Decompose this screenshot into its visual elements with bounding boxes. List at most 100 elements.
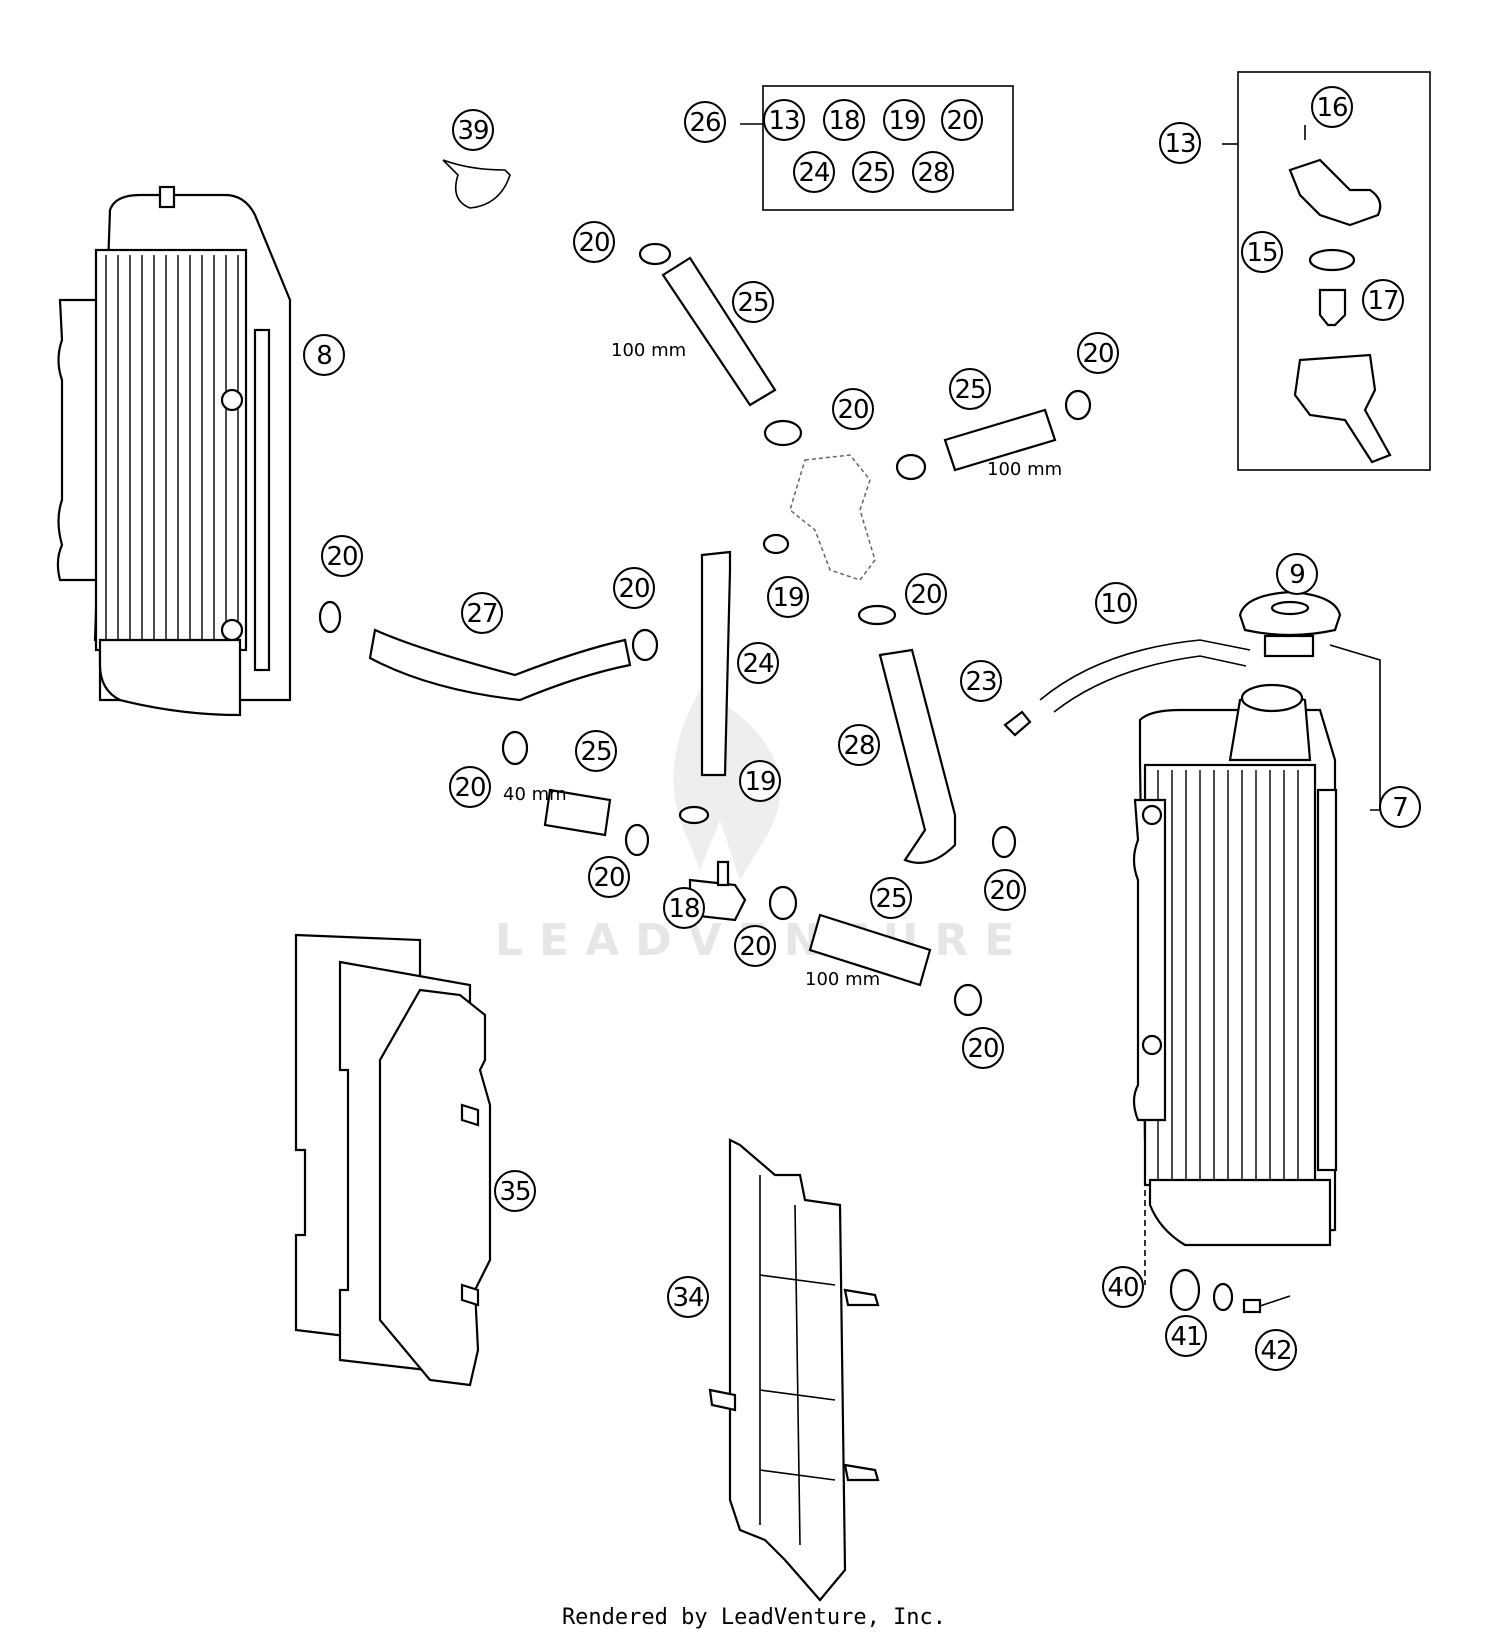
callout-19: 19 [739,760,781,802]
dimension-label: 100 mm [805,969,880,990]
svg-text:28: 28 [917,158,948,188]
svg-text:27: 27 [466,599,497,629]
callout-26: 26 [684,101,726,143]
kit-callout-28: 28 [912,151,954,193]
svg-text:7: 7 [1392,793,1408,823]
svg-text:10: 10 [1100,589,1131,619]
callout-20: 20 [962,1027,1004,1069]
kit-callout-20: 20 [941,99,983,141]
shroud-drawing [294,933,492,1387]
svg-text:20: 20 [326,542,357,572]
callout-34: 34 [667,1276,709,1318]
kit-callout-19: 19 [883,99,925,141]
svg-text:19: 19 [744,767,775,797]
thermostat-housing-ghost [789,454,876,581]
svg-text:20: 20 [454,773,485,803]
kit-callout-13: 13 [763,99,805,141]
svg-text:41: 41 [1170,1322,1201,1352]
callout-20: 20 [321,535,363,577]
svg-text:28: 28 [843,731,874,761]
callout-20: 20 [984,869,1026,911]
callout-39: 39 [452,109,494,151]
svg-text:13: 13 [1164,129,1195,159]
callout-20: 20 [734,925,776,967]
radiator-cap-drawing [1238,590,1381,811]
footer-credit: Rendered by LeadVenture, Inc. [562,1605,946,1630]
svg-text:19: 19 [888,106,919,136]
svg-text:25: 25 [875,884,906,914]
callout-25: 25 [732,281,774,323]
callout-20: 20 [449,766,491,808]
svg-text:18: 18 [828,106,859,136]
svg-text:25: 25 [954,375,985,405]
callout-23: 23 [960,660,1002,702]
svg-text:13: 13 [768,106,799,136]
kit-callout-18: 18 [823,99,865,141]
callout-9: 9 [1276,553,1318,595]
svg-text:42: 42 [1260,1336,1291,1366]
svg-text:34: 34 [672,1283,704,1313]
callout-20: 20 [1077,332,1119,374]
callout-25: 25 [949,368,991,410]
svg-text:26: 26 [689,108,720,138]
svg-text:20: 20 [837,395,868,425]
cable-tie-drawing [442,159,511,209]
callout-35: 35 [494,1170,536,1212]
svg-text:40: 40 [1107,1273,1138,1303]
svg-text:25: 25 [857,158,888,188]
radiator-right-drawing [1132,683,1338,1247]
callout-40: 40 [1102,1266,1144,1308]
callout-19: 19 [767,576,809,618]
callout-15: 15 [1241,231,1283,273]
svg-text:24: 24 [742,649,774,679]
guard-drawing [708,1138,880,1602]
kit-callout-25: 25 [852,151,894,193]
callout-18: 18 [663,887,705,929]
svg-text:23: 23 [965,667,996,697]
overflow-tube-drawing [1003,639,1251,737]
dimension-label: 100 mm [611,340,686,361]
hose-clamps-drawing [318,242,1092,1017]
svg-text:20: 20 [578,228,609,258]
callout-17: 17 [1362,279,1404,321]
callout-41: 41 [1165,1315,1207,1357]
callout-20: 20 [588,856,630,898]
svg-text:20: 20 [989,876,1020,906]
svg-text:25: 25 [737,288,768,318]
svg-text:20: 20 [946,106,977,136]
dimension-label: 40 mm [503,784,567,805]
callout-25: 25 [870,877,912,919]
svg-text:18: 18 [668,894,699,924]
svg-text:35: 35 [499,1177,530,1207]
svg-text:20: 20 [593,863,624,893]
callout-25: 25 [575,730,617,772]
callout-16: 16 [1311,86,1353,128]
callout-20: 20 [573,221,615,263]
callout-42: 42 [1255,1329,1297,1371]
callout-20: 20 [905,573,947,615]
svg-text:20: 20 [739,932,770,962]
hoses-drawing [368,256,1057,987]
svg-text:16: 16 [1316,93,1347,123]
svg-text:8: 8 [316,341,332,371]
thermostat-group-box [1222,71,1431,471]
radiator-left-drawing [56,185,292,717]
svg-text:20: 20 [1082,339,1113,369]
callout-7: 7 [1379,786,1421,828]
mount-hardware-drawing [1144,1190,1291,1314]
callout-24: 24 [737,642,779,684]
svg-text:39: 39 [457,116,488,146]
svg-text:25: 25 [580,737,611,767]
svg-text:19: 19 [772,583,803,613]
svg-text:20: 20 [967,1034,998,1064]
callout-13: 13 [1159,122,1201,164]
svg-text:17: 17 [1367,286,1398,316]
svg-text:20: 20 [910,580,941,610]
svg-text:9: 9 [1289,560,1305,590]
radiator-left-fins [105,255,239,645]
svg-text:15: 15 [1246,238,1277,268]
callout-28: 28 [838,724,880,766]
svg-text:24: 24 [798,158,830,188]
svg-text:20: 20 [618,574,649,604]
